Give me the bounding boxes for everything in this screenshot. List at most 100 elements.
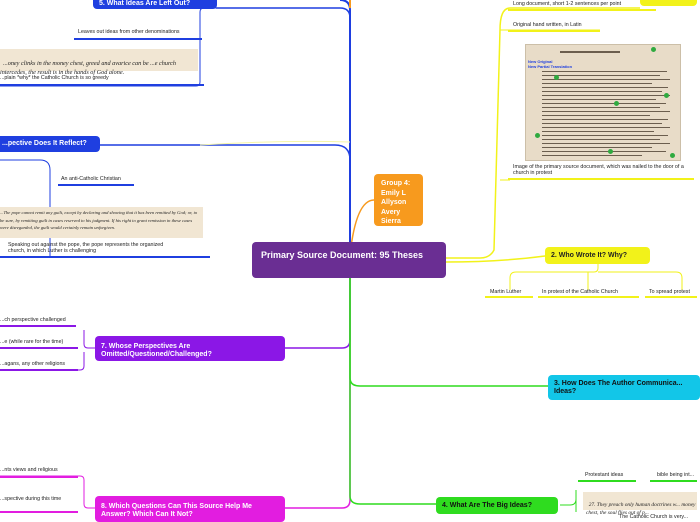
connector-to-left-out [216,7,351,150]
what-is-leaf-1[interactable]: Long document, short 1-2 sentences per p… [513,1,622,7]
connector-perspective-leaves [0,159,210,258]
perspective-quote[interactable]: ...The pope cannot remit any guilt, exce… [0,207,203,238]
image-title-1: New Original [528,59,553,64]
image-text-line [542,91,662,92]
group-line-2: Emily L [381,189,406,197]
image-text-line [542,127,670,128]
image-text-line [542,139,660,140]
image-heading-line [560,51,620,53]
perspective-leaf-2-text: Speaking out against the pope, the pope … [8,242,164,254]
big-ideas-quote[interactable]: 27. They preach only human doctrines w..… [583,492,697,516]
what-is-leaf-2-underline [508,30,600,32]
omitted-leaf-2[interactable]: ...e (while rare for the time) [0,339,64,345]
image-marker-dot [670,153,675,158]
image-text-line [542,123,662,124]
perspective-leaf-2[interactable]: Speaking out against the pope, the pope … [8,242,178,254]
questions-leaf-2-underline [0,511,78,513]
omitted-leaf-3[interactable]: ...agans, any other religions [0,361,66,367]
big-ideas-leaf-2[interactable]: bible being int... [657,472,695,478]
questions-leaf-1[interactable]: ...nts views and religious [0,467,58,473]
connector-to-who-wrote [445,255,546,263]
group-line-5: Sierra [381,218,401,225]
questions-leaf-2[interactable]: ...spective during this time [0,496,62,502]
topic-who-wrote-title: 2. Who Wrote It? Why? [551,252,628,259]
perspective-leaf-1[interactable]: An anti-Catholic Christian [61,176,121,182]
image-marker-dot [651,47,656,52]
connector-big-ideas-leaves [560,490,577,512]
central-topic[interactable]: Primary Source Document: 95 Theses [252,242,446,278]
perspective-leaf-2-underline [0,256,210,258]
big-ideas-leaf-1[interactable]: Protestant ideas [585,472,624,478]
topic-perspective[interactable]: ...pective Does It Reflect? [0,136,100,152]
image-text-line [542,107,660,108]
connector-faint-yellow [199,140,351,146]
image-caption[interactable]: Image of the primary source document, wh… [513,164,691,176]
image-text-line [542,99,656,100]
perspective-quote-text: ...The pope cannot remit any guilt, exce… [0,210,198,231]
image-text-line [542,103,666,104]
perspective-leaf-1-underline [58,184,134,186]
topic-omitted-title: 7. Whose Perspectives Are Omitted/Questi… [101,343,212,358]
connector-questions-leaves [0,475,95,509]
image-caption-text: Image of the primary source document, wh… [513,164,684,176]
topic-perspective-title: ...pective Does It Reflect? [2,140,87,147]
topic-left-out-title: 5. What Ideas Are Left Out? [99,0,191,7]
image-text-line [542,115,650,116]
image-text-line [542,95,670,96]
connector-to-big-ideas [349,265,436,505]
topic-which-questions[interactable]: 8. Which Questions Can This Source Help … [95,496,285,522]
topic-big-ideas-title: 4. What Are The Big Ideas? [442,502,532,509]
what-is-leaf-2[interactable]: Original hand written, in Latin [513,22,582,28]
topic-communicate[interactable]: 3. How Does The Author Communica... Idea… [548,375,700,400]
who-wrote-leaf-2-underline [538,296,639,298]
topic-left-out[interactable]: 5. What Ideas Are Left Out? [93,0,217,9]
who-wrote-leaf-1[interactable]: Martin Luther [490,289,522,295]
connector-to-communicate [349,265,548,387]
who-wrote-leaf-1-underline [485,296,533,298]
omitted-leaf-2-underline [0,347,78,349]
image-marker-dot [664,93,669,98]
topic-which-questions-title: 8. Which Questions Can This Source Help … [101,503,252,518]
connector-to-questions [285,265,351,509]
image-marker-dot [608,149,613,154]
group-info-box[interactable]: Group 4: Emily L Allyson Avery Sierra [374,174,423,226]
image-text-line [542,119,668,120]
primary-source-image[interactable]: New Original New Partial Translation [525,44,681,161]
topic-big-ideas[interactable]: 4. What Are The Big Ideas? [436,497,558,514]
left-out-leaf-1-underline [74,38,202,40]
group-line-4: Avery [381,208,401,216]
image-title-2: New Partial Translation [528,64,573,69]
connector-to-what-is [446,7,640,259]
group-line-1: Group 4: [381,180,411,187]
image-text-line [542,143,670,144]
topic-who-wrote[interactable]: 2. Who Wrote It? Why? [545,247,650,264]
connector-who-wrote-leaves [509,262,683,290]
questions-leaf-1-underline [0,476,78,478]
big-ideas-leaf-3[interactable]: The Catholic Church is very... [619,514,689,520]
image-text-line [542,151,666,152]
image-text-line [542,111,670,112]
image-text-line [542,155,642,156]
topic-omitted[interactable]: 7. Whose Perspectives Are Omitted/Questi… [95,336,285,361]
omitted-leaf-1-underline [0,325,76,327]
left-out-quote[interactable]: ...oney clinks in the money chest, greed… [0,49,198,76]
what-is-topic-edge[interactable] [640,0,697,6]
left-out-leaf-2-underline [0,84,204,86]
image-caption-underline [508,178,694,180]
image-text-line [542,83,652,84]
big-ideas-leaf-2-underline [650,480,697,482]
who-wrote-leaf-3-underline [645,296,697,298]
image-text-line [542,75,660,76]
image-marker-dot [614,101,619,106]
image-text-line [542,79,670,80]
image-text-line [542,87,668,88]
left-out-leaf-1[interactable]: Leaves out ideas from other denomination… [78,29,180,35]
image-marker-dot [535,133,540,138]
omitted-leaf-1[interactable]: ...ch perspective challenged [0,317,66,323]
big-ideas-leaf-1-underline [578,480,636,482]
who-wrote-leaf-2[interactable]: In protest of the Catholic Church [542,289,618,295]
image-marker-dot [554,75,559,80]
who-wrote-leaf-3[interactable]: To spread protest [649,289,690,295]
left-out-leaf-2[interactable]: ...plain *why* the Catholic Church is so… [0,75,109,81]
connector-omitted-leaves [0,330,95,371]
